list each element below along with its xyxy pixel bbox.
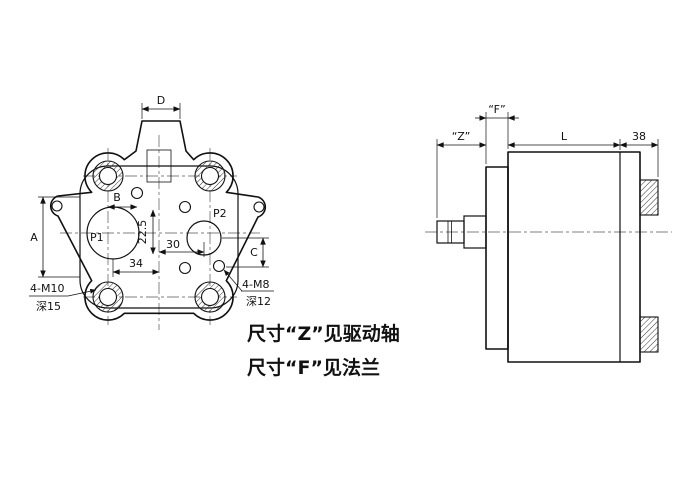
mounting-bolt-hole-bottom-right	[194, 281, 226, 313]
dim-34: 34	[112, 257, 160, 277]
bolt-bore	[200, 166, 220, 186]
dim-30: 30	[158, 238, 205, 257]
thread-hole	[212, 259, 226, 273]
pump-body-outline	[79, 165, 239, 309]
dim-l: L	[507, 130, 621, 148]
thread-hole	[178, 200, 192, 214]
rear-port-boss-bottom	[639, 316, 659, 353]
dim-f: “F”	[475, 103, 519, 121]
mounting-flange	[485, 166, 509, 350]
dim-c: C	[222, 237, 269, 268]
dim-c-label: C	[250, 246, 258, 259]
leader-m8: 4-M8 深12	[223, 269, 274, 308]
dim-a-label: A	[30, 231, 38, 244]
note-dimension-f: 尺寸“F”见法兰	[247, 356, 380, 379]
thread-hole	[130, 186, 144, 200]
leader-m8-depth-label: 深12	[246, 295, 271, 308]
thread-hole	[178, 261, 192, 275]
leader-m10-depth-label: 深15	[36, 300, 61, 313]
dim-b: B	[107, 191, 138, 210]
rear-port-boss-top	[639, 179, 659, 216]
side-view: “Z” “F” L 38	[425, 103, 672, 363]
dim-38: 38	[619, 130, 659, 148]
bolt-bore	[98, 287, 118, 307]
pump-flange-outline	[49, 120, 267, 321]
leader-m10: 4-M10 深15	[29, 282, 97, 313]
dim-30-label: 30	[166, 238, 180, 251]
front-view: P1 P2 D B 22.5 34	[29, 94, 274, 330]
dim-22-5: 22.5	[136, 209, 156, 255]
dim-d-label: D	[157, 94, 165, 107]
dim-z: “Z”	[436, 130, 487, 148]
dim-22-5-label: 22.5	[136, 220, 149, 245]
dim-l-label: L	[561, 130, 568, 143]
notes: 尺寸“Z”见驱动轴 尺寸“F”见法兰	[247, 322, 400, 379]
leader-m8-label: 4-M8	[242, 278, 269, 291]
dim-38-label: 38	[632, 130, 646, 143]
top-boss	[146, 149, 172, 183]
dim-d: D	[141, 94, 181, 119]
dim-b-label: B	[113, 191, 121, 204]
mounting-bolt-hole-bottom-left	[92, 281, 124, 313]
bolt-bore	[98, 166, 118, 186]
note-dimension-z: 尺寸“Z”见驱动轴	[247, 322, 400, 345]
dim-z-label: “Z”	[452, 130, 471, 143]
port-p1-label: P1	[90, 231, 104, 244]
dim-f-label: “F”	[488, 103, 505, 116]
port-p2-label: P2	[213, 207, 227, 220]
mounting-bolt-hole-top-right	[194, 160, 226, 192]
mounting-bolt-hole-top-left	[92, 160, 124, 192]
wing-hole-right	[253, 201, 265, 213]
wing-hole-left	[51, 200, 63, 212]
dim-a: A	[30, 196, 80, 278]
leader-m10-label: 4-M10	[30, 282, 64, 295]
side-extension-lines	[436, 112, 659, 218]
dim-34-label: 34	[129, 257, 143, 270]
pump-housing	[507, 151, 641, 363]
bolt-bore	[200, 287, 220, 307]
